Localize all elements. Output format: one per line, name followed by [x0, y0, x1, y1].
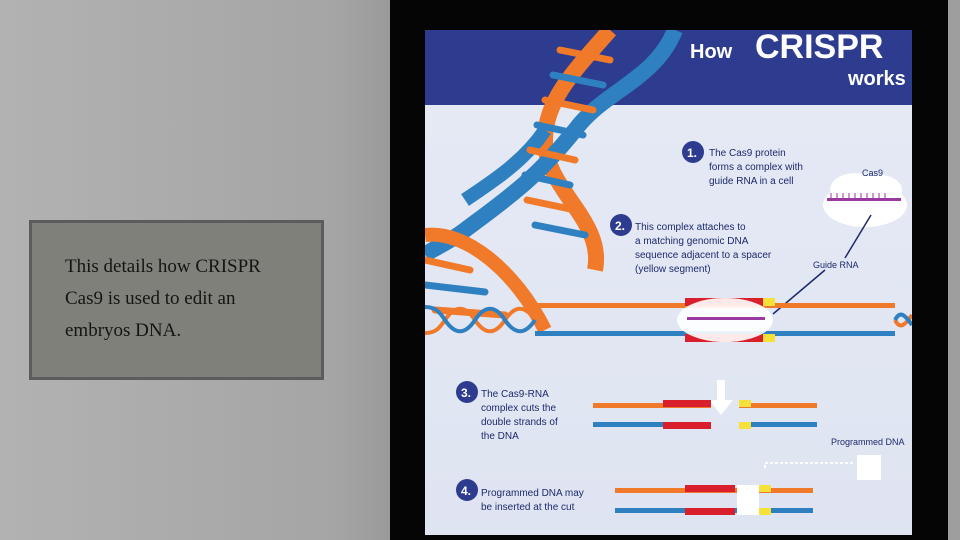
step-1: 1. The Cas9 protein forms a complex with… — [682, 141, 803, 187]
step-2: 2. This complex attaches to a matching g… — [610, 214, 772, 275]
guide-rna-label: Guide RNA — [813, 260, 859, 270]
step-line: guide RNA in a cell — [709, 176, 794, 187]
step-number: 1. — [687, 146, 697, 160]
step-line: The Cas9-RNA — [481, 389, 549, 400]
step-number: 2. — [615, 219, 625, 233]
caption-line: This details how CRISPR — [65, 256, 261, 277]
title-how: How — [690, 41, 733, 63]
step-number: 4. — [461, 484, 471, 498]
caption-text: This details how CRISPR Cas9 is used to … — [65, 251, 315, 347]
step-badge — [456, 479, 478, 501]
dna-helix-illustration — [425, 30, 683, 334]
cas9-label: Cas9 — [862, 168, 883, 178]
caption-line: embryos DNA. — [65, 320, 182, 341]
dna-strand-step2 — [425, 298, 912, 342]
step-line: complex cuts the — [481, 403, 556, 414]
cut-arrow-icon — [709, 380, 733, 415]
step-4: 4. Programmed DNA may be inserted at the… — [456, 479, 584, 513]
step-line: be inserted at the cut — [481, 502, 575, 513]
guide-rna-strand — [827, 198, 901, 201]
step-line: forms a complex with — [709, 162, 803, 173]
caption-line: Cas9 is used to edit an — [65, 288, 236, 309]
dna-strand-step4 — [615, 485, 813, 515]
caption-box: This details how CRISPR Cas9 is used to … — [29, 220, 324, 380]
step-3: 3. The Cas9-RNA complex cuts the double … — [456, 381, 558, 442]
dna-strand-step3 — [593, 400, 817, 429]
cas9-complex: Cas9 — [823, 168, 907, 227]
step-badge — [610, 214, 632, 236]
title-works: works — [847, 68, 906, 90]
crispr-infographic: How CRISPR works 1. The Cas9 protein for… — [425, 30, 912, 535]
programmed-dna-label: Programmed DNA — [831, 437, 905, 447]
guide-rna-pointer — [844, 214, 872, 259]
step-line: sequence adjacent to a spacer — [635, 250, 772, 261]
step-line: the DNA — [481, 431, 519, 442]
step-line: This complex attaches to — [635, 222, 746, 233]
insert-pointer — [764, 462, 855, 468]
step-line: Programmed DNA may — [481, 488, 584, 499]
step-badge — [682, 141, 704, 163]
step-number: 3. — [461, 386, 471, 400]
step-badge — [456, 381, 478, 403]
step-line: The Cas9 protein — [709, 148, 786, 159]
step-line: (yellow segment) — [635, 264, 711, 275]
programmed-dna-piece — [857, 455, 881, 480]
title-crispr: CRISPR — [755, 30, 883, 66]
step-line: a matching genomic DNA — [635, 236, 749, 247]
step-line: double strands of — [481, 417, 558, 428]
